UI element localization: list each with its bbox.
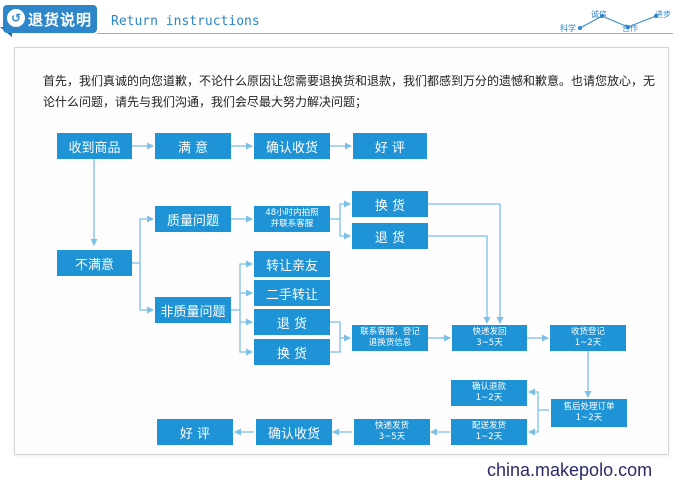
node-after-sale: 售后处理订单 1~2天 (551, 399, 627, 427)
node-exchange-2: 换 货 (254, 339, 330, 365)
node-unsatisfied: 不满意 (57, 250, 132, 276)
node-non-quality-issue: 非质量问题 (155, 297, 231, 323)
header: ↺ 退货说明 Return instructions 诚信 进步 科学 合作 (0, 0, 680, 44)
node-return: 退 货 (352, 223, 428, 249)
watermark: china.makepolo.com (487, 460, 653, 480)
node-good-review: 好 评 (353, 133, 427, 159)
arrow-unsatisfied-quality (132, 215, 154, 264)
node-confirm-receipt: 确认收货 (254, 133, 330, 159)
node-express-back: 快递发回 3~5天 (452, 325, 527, 351)
arrow-return1-express (428, 235, 491, 324)
node-transfer-relative: 转让亲友 (254, 251, 330, 277)
arrow-nonquality-exchange (239, 322, 253, 356)
node-received: 收到商品 (57, 133, 132, 159)
node-contact-register: 联系客服，登记 退换货信息 (352, 325, 428, 351)
page-subtitle: Return instructions (111, 14, 260, 29)
content-frame (14, 47, 669, 455)
node-satisfied: 满 意 (155, 133, 231, 159)
node-confirm-refund: 确认退款 1~2天 (451, 380, 527, 406)
node-exchange: 换 货 (352, 191, 428, 217)
tag-integrity: 诚信 (591, 10, 607, 19)
intro-text: 首先，我们真诚的向您道歉，不论什么原因让您需要退换货和退款，我们都感到万分的遗憾… (43, 74, 656, 109)
arrow-exchange-contact (330, 338, 341, 353)
node-confirm-receipt-2: 确认收货 (256, 419, 332, 445)
arrow-photo-return (339, 219, 351, 240)
node-return-2: 退 货 (254, 309, 330, 335)
arrow-exchange1-express (428, 203, 504, 324)
arrow-photo-exchange (330, 200, 351, 220)
node-good-review-2: 好 评 (157, 419, 233, 445)
tag-progress: 进步 (655, 10, 671, 19)
arrow-nonquality-transfer (231, 260, 253, 311)
arrow-aftersale-ship (528, 410, 539, 436)
node-second-hand: 二手转让 (254, 280, 330, 306)
arrow-return-contact (330, 321, 351, 342)
arrow-unsatisfied-nonquality (139, 263, 154, 314)
tag-science: 科学 (560, 24, 576, 33)
tag-cooperation: 合作 (622, 24, 638, 33)
node-receive-register: 收货登记 1~2天 (550, 325, 626, 351)
header-divider (97, 33, 673, 34)
page-title: 退货说明 (28, 11, 93, 29)
node-photo-contact: 48小时内拍照 并联系客服 (254, 206, 330, 232)
arrow-aftersale-refund (528, 388, 549, 411)
node-ship-out: 配送发货 1~2天 (451, 419, 527, 445)
arrow-nonquality-return (239, 310, 253, 326)
values-decoration (578, 14, 658, 30)
node-quality-issue: 质量问题 (155, 206, 231, 232)
return-icon: ↺ (7, 9, 25, 27)
node-express-ship: 快递发货 3~5天 (354, 419, 430, 445)
